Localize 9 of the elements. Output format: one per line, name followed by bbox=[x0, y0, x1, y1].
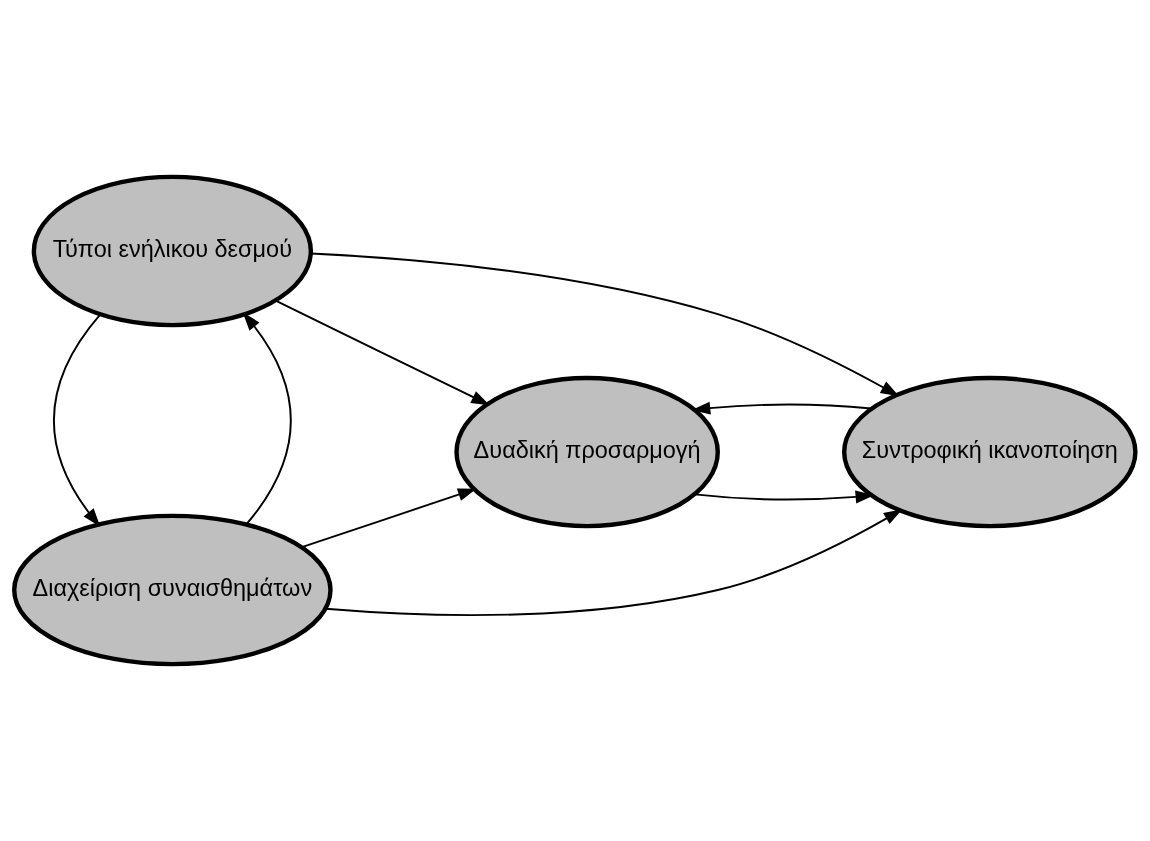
arrow bbox=[324, 509, 903, 617]
arrow bbox=[300, 488, 477, 549]
arrow bbox=[53, 313, 102, 527]
arrow bbox=[309, 252, 900, 397]
arrow bbox=[274, 299, 490, 406]
node-ellipse: Διαχείριση συναισθημάτων bbox=[12, 513, 333, 667]
node-ellipse: Συντροφική ικανοποίηση bbox=[842, 375, 1138, 529]
node-ellipse: Τύποι ενήλικου δεσμού bbox=[31, 174, 314, 328]
arrow bbox=[242, 312, 292, 526]
